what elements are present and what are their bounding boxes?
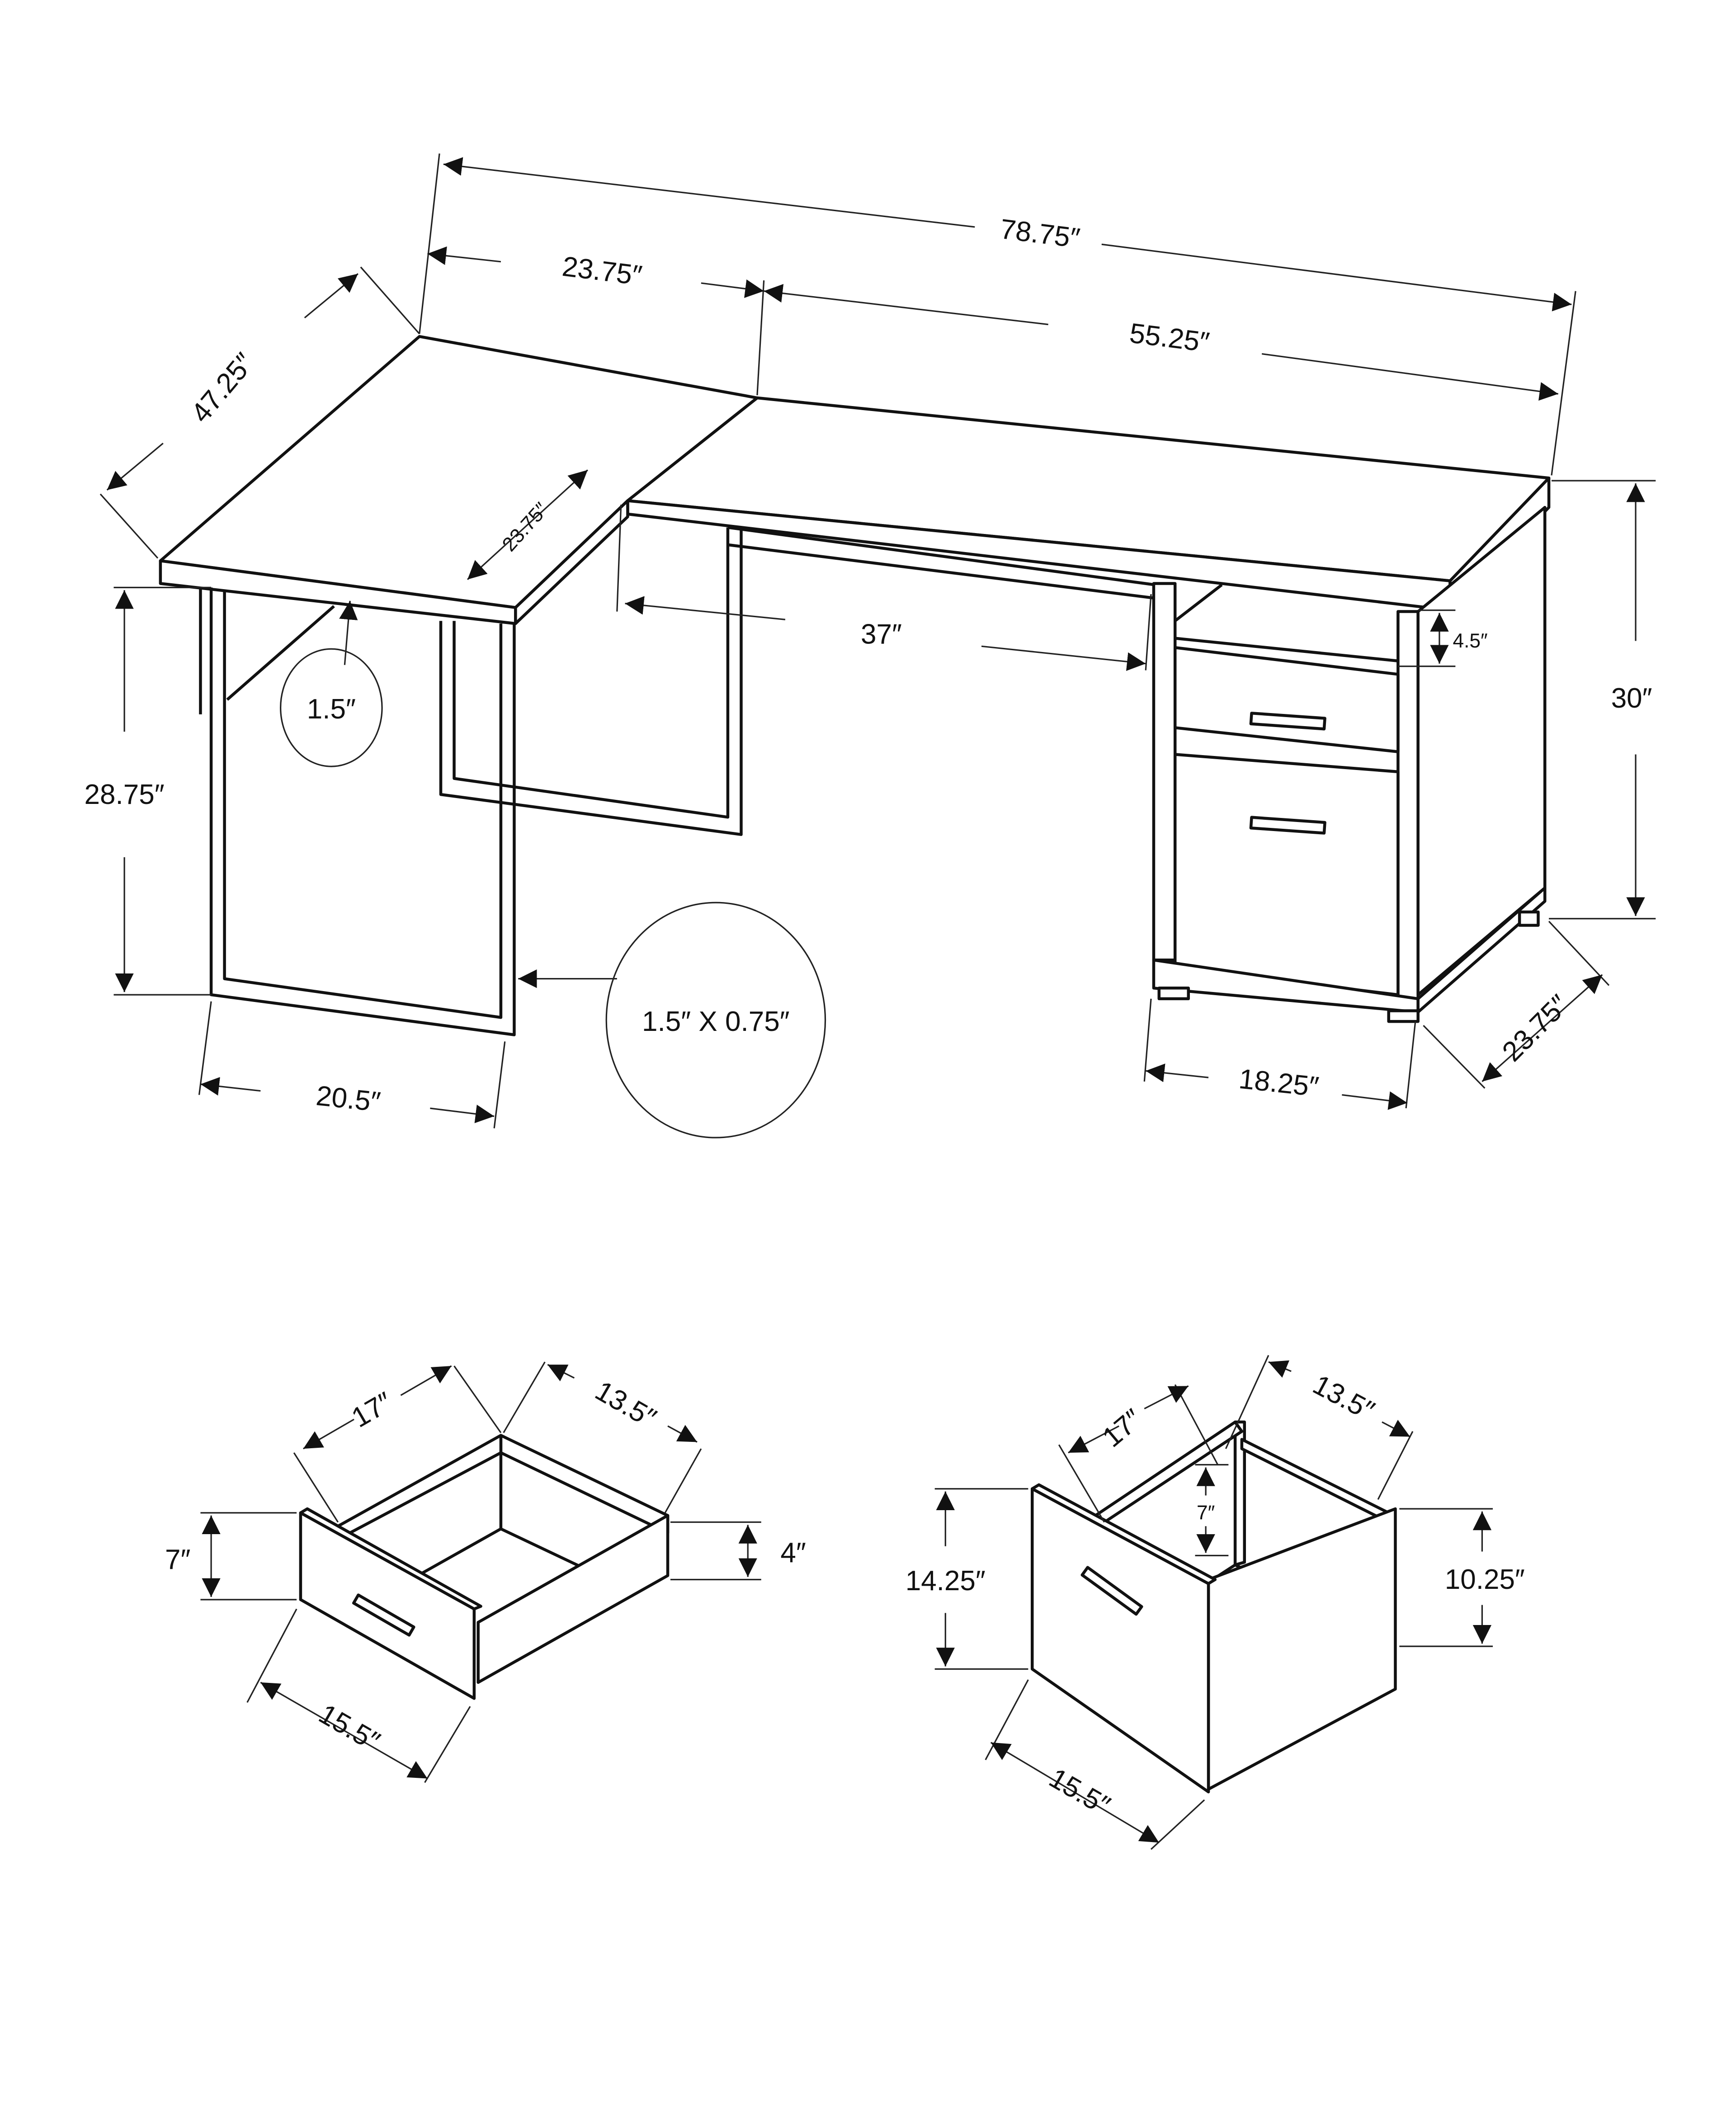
file-drawer-inner-width: 13.5″	[1308, 1369, 1379, 1427]
small-drawer-depth: 17″	[346, 1386, 397, 1434]
small-drawer-front-width: 15.5″	[314, 1698, 385, 1757]
left-leg-frame	[199, 587, 516, 1036]
small-drawer-front	[299, 1511, 476, 1700]
file-drawer-depth: 17″	[1097, 1403, 1148, 1453]
small-drawer-side	[476, 1514, 670, 1684]
file-drawer-front-height: 14.25″	[906, 1565, 986, 1597]
dim-leg-width: 20.5″	[315, 1080, 382, 1118]
small-drawer-inner-width: 13.5″	[590, 1375, 661, 1434]
cabinet-top-drawer	[1173, 646, 1400, 753]
drawer-handle	[1080, 1566, 1143, 1616]
rear-leg-frame	[439, 527, 743, 836]
dim-return-width: 23.75″	[561, 251, 644, 292]
drawer-handle	[1249, 712, 1326, 731]
dim-knee-width: 37″	[861, 619, 902, 650]
dim-overall-height: 30″	[1611, 683, 1652, 714]
file-drawer-drawing	[1030, 1420, 1397, 1794]
dim-cabinet-depth: 23.75″	[1496, 989, 1575, 1068]
dim-main-width: 55.25″	[1128, 317, 1211, 358]
cabinet-file-drawer	[1173, 753, 1400, 997]
dim-cabinet-width: 18.25″	[1237, 1063, 1320, 1103]
desk-drawing	[159, 335, 1551, 1036]
dim-shelf-height: 4.5″	[1453, 630, 1487, 652]
file-drawer-inner-height: 7″	[1197, 1502, 1215, 1524]
dim-overall-width: 78.75″	[998, 213, 1081, 254]
small-drawer-side-height: 4″	[780, 1537, 806, 1568]
dim-top-thickness: 1.5″	[307, 694, 356, 725]
file-drawer-side-height: 10.25″	[1445, 1564, 1525, 1595]
small-drawer-front-height: 7″	[165, 1544, 190, 1575]
dim-leg-profile: 1.5″ X 0.75″	[642, 1006, 790, 1037]
file-drawer-front-width: 15.5″	[1044, 1762, 1115, 1821]
small-drawer-dimensions: 17″ 13.5″ 7″ 4″ 15.5″	[165, 1361, 806, 1783]
drawer-handle	[352, 1593, 415, 1637]
dim-return-depth: 47.25″	[185, 347, 260, 429]
dim-leg-height: 28.75″	[85, 779, 165, 810]
file-cabinet	[1152, 505, 1547, 1023]
drawer-handle	[1249, 816, 1326, 835]
small-drawer-drawing	[299, 1434, 670, 1700]
